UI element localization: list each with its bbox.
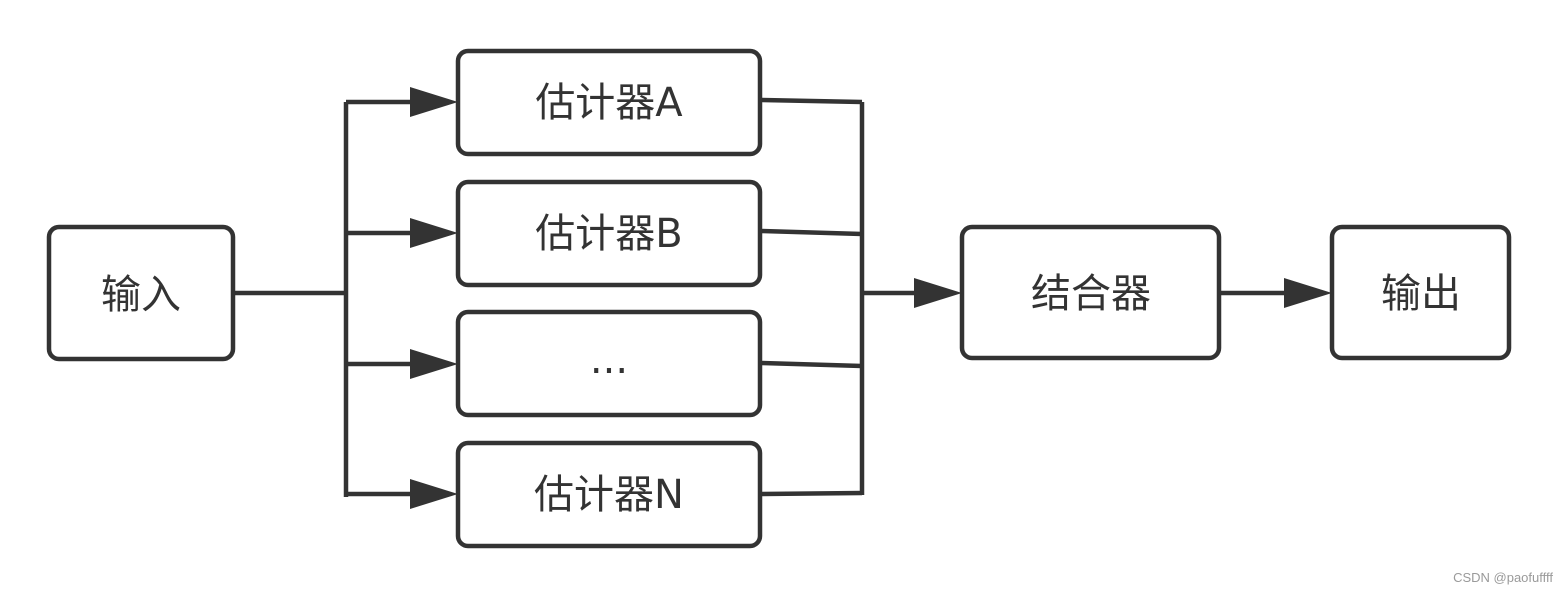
arrowhead-estimator-ellipsis <box>410 349 458 379</box>
input-label: 输入 <box>101 272 181 318</box>
input-node: 输入 <box>46 224 236 362</box>
combiner-node: 结合器 <box>959 224 1222 361</box>
estimator-a-label: 估计器A <box>535 80 683 126</box>
connector-from-estimator-a <box>759 97 863 105</box>
csdn-watermark: CSDN @paofuffff <box>1453 570 1553 585</box>
combiner-label: 结合器 <box>1031 271 1151 317</box>
output-node: 输出 <box>1329 224 1512 361</box>
arrowhead-combiner <box>914 278 962 308</box>
estimator-b-label: 估计器B <box>535 211 682 257</box>
connector-from-estimator-b <box>759 228 863 237</box>
estimator-a-node: 估计器A <box>455 48 763 157</box>
output-label: 输出 <box>1381 271 1461 317</box>
estimator-ellipsis-node: ... <box>455 309 763 418</box>
estimator-n-label: 估计器N <box>534 472 684 518</box>
arrowhead-estimator-n <box>410 479 458 509</box>
arrowhead-output <box>1284 278 1332 308</box>
connector-from-estimator-ellipsis <box>759 360 863 369</box>
estimator-ellipsis-label: ... <box>590 337 628 383</box>
estimator-n-node: 估计器N <box>455 440 763 549</box>
connector-from-estimator-n <box>759 490 863 497</box>
estimator-b-node: 估计器B <box>455 179 763 288</box>
arrowhead-estimator-a <box>410 87 458 117</box>
arrowhead-estimator-b <box>410 218 458 248</box>
